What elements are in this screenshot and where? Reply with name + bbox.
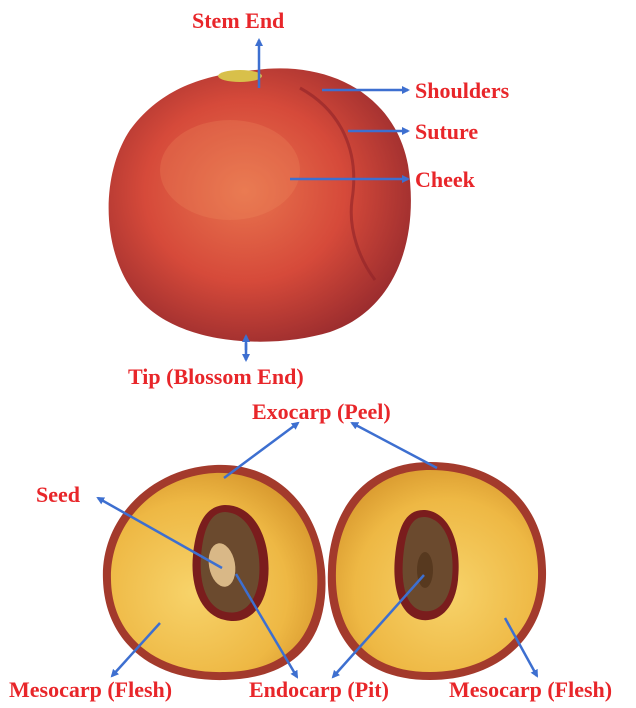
mesocarp-left-label: Mesocarp (Flesh) [9, 678, 172, 702]
cheek-highlight [160, 120, 300, 220]
stem-cavity [218, 70, 262, 82]
halved-peach [103, 462, 546, 680]
cheek-label: Cheek [415, 168, 475, 192]
shoulders-label: Shoulders [415, 79, 509, 103]
mesocarp-right-label: Mesocarp (Flesh) [449, 678, 612, 702]
seed-label: Seed [36, 483, 80, 507]
exocarp-arrow-right [352, 423, 437, 468]
tip-label: Tip (Blossom End) [128, 365, 304, 389]
whole-peach [109, 68, 411, 341]
suture-label: Suture [415, 120, 478, 144]
endocarp-label: Endocarp (Pit) [249, 678, 389, 702]
right-seed-groove [417, 552, 433, 588]
exocarp-arrow-left [224, 423, 298, 478]
stem-end-label: Stem End [192, 9, 284, 33]
exocarp-label: Exocarp (Peel) [252, 400, 391, 424]
